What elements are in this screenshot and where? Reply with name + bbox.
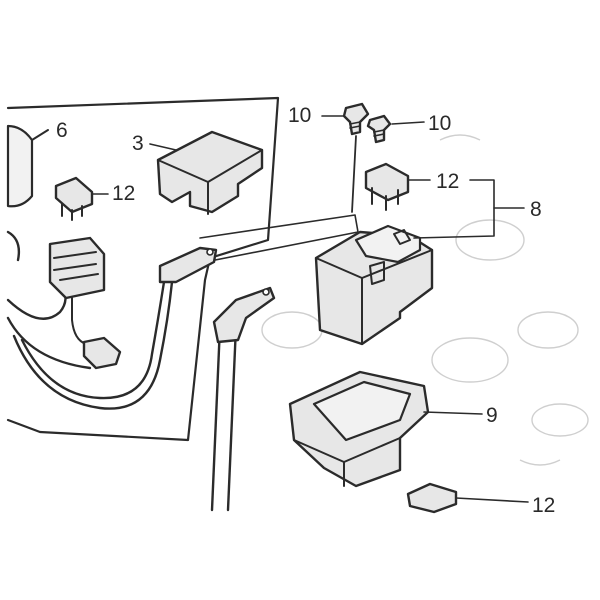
callout-3: 3: [132, 132, 144, 155]
part-10-bolts: [342, 102, 392, 213]
callout-12-bottom: 12: [532, 494, 555, 517]
callout-6: 6: [56, 119, 68, 142]
leader-lines: [91, 115, 529, 503]
callout-12-left: 12: [112, 182, 135, 205]
assembly-boundary: [6, 96, 280, 442]
callout-12-right: 12: [436, 170, 459, 193]
part-9-holder-base: [288, 370, 430, 488]
part-6-cylinder: [6, 124, 49, 208]
battery-cable: [210, 286, 276, 512]
relay-reference-frame: [199, 214, 359, 263]
callout-10-b: 10: [428, 112, 451, 135]
callout-10-a: 10: [288, 104, 311, 127]
wiring-harness: [6, 230, 218, 410]
part-12-fuse-left: [54, 176, 94, 221]
part-3-cover: [156, 130, 264, 215]
part-12-fuse-bottom: [406, 482, 458, 514]
callout-8: 8: [530, 198, 542, 221]
callout-9: 9: [486, 404, 498, 427]
part-8-relay-unit: [314, 224, 434, 346]
part-12-fuse-right: [364, 162, 410, 211]
